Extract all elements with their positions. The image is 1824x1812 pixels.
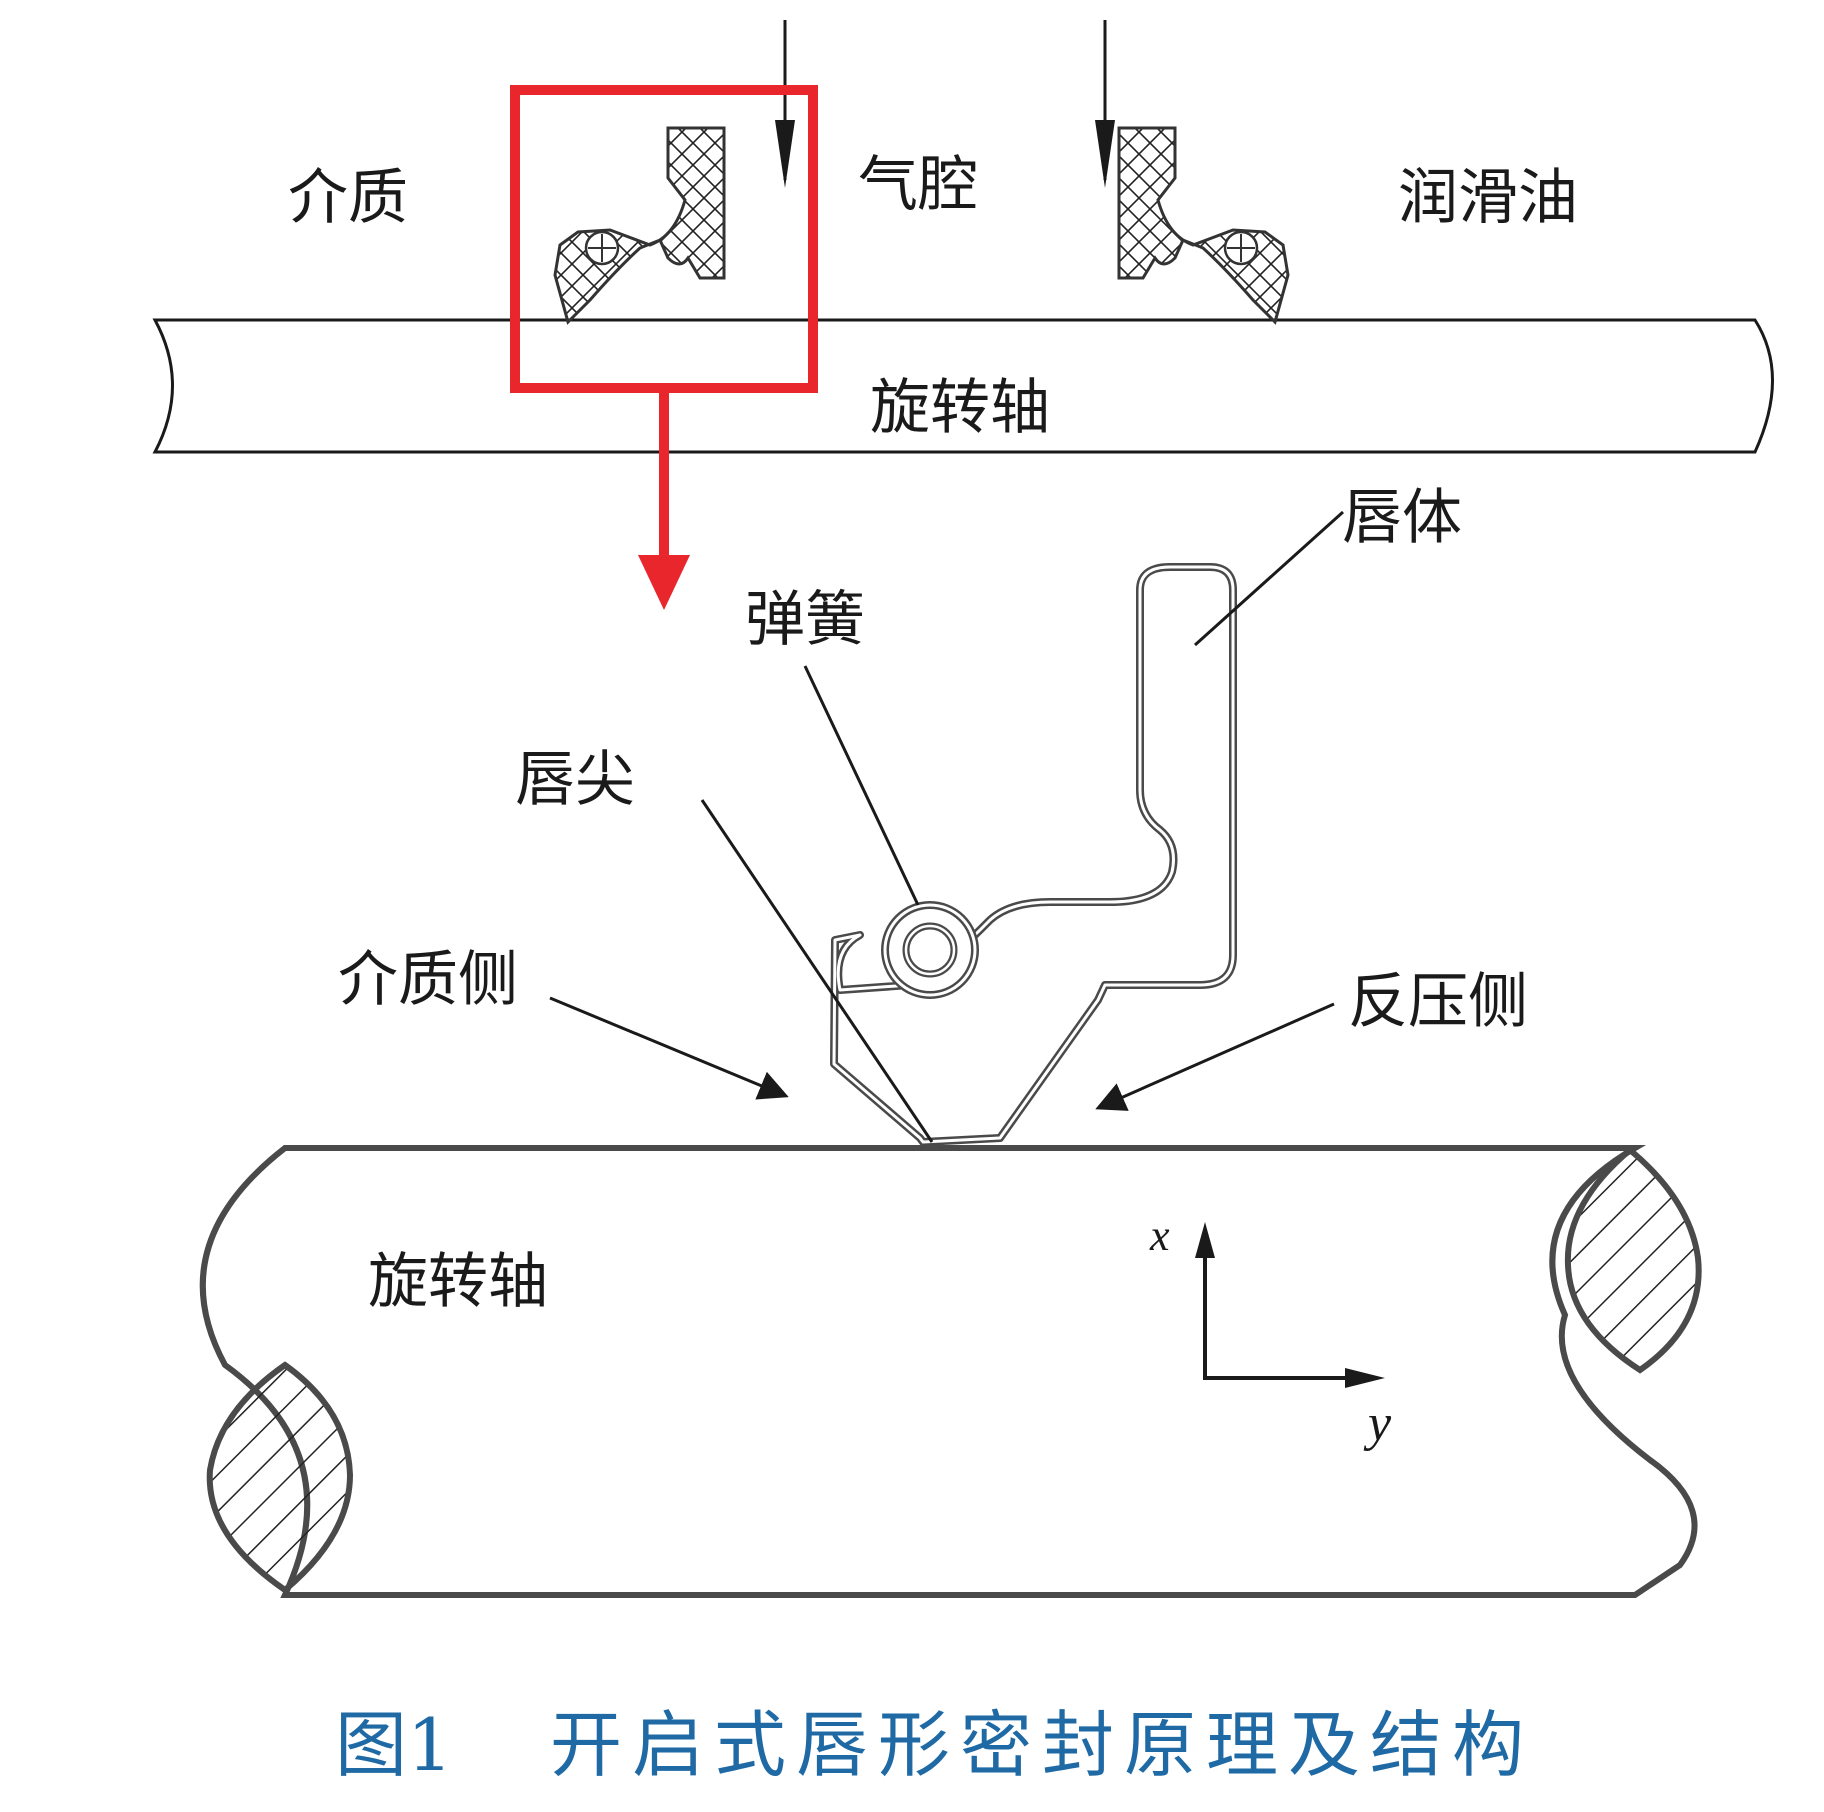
shaft-hatch-left	[206, 1361, 354, 1594]
label-medium: 介质	[288, 163, 408, 233]
left-seal-section	[553, 126, 726, 325]
coordinate-axes	[1195, 1222, 1385, 1388]
label-spring: 弹簧	[745, 585, 865, 655]
leader-spring	[803, 665, 920, 906]
top-shaft	[152, 318, 1774, 454]
pressure-arrow-right-head	[1095, 120, 1115, 188]
label-lube-oil: 润滑油	[1398, 163, 1578, 233]
arrow-medium-side	[549, 996, 789, 1100]
leader-lip-tip	[700, 799, 934, 1143]
label-lip-tip: 唇尖	[515, 745, 635, 815]
seal-detail-outline	[830, 563, 1237, 1146]
shaft-hatch-right	[1564, 1146, 1702, 1374]
right-seal-section	[1117, 126, 1290, 325]
leader-lip-body	[1193, 510, 1345, 647]
highlight-box	[510, 85, 818, 393]
caption-number: 图1	[335, 1703, 453, 1787]
label-rotating-shaft-bottom: 旋转轴	[368, 1247, 548, 1317]
label-rotating-shaft-top: 旋转轴	[870, 373, 1050, 443]
caption-title: 开启式唇形密封原理及结构	[550, 1703, 1534, 1787]
axis-x-label: x	[1149, 1211, 1170, 1260]
spring-ring	[881, 901, 979, 999]
label-back-pressure-side: 反压侧	[1348, 967, 1528, 1037]
axis-y-label: y	[1363, 1395, 1392, 1452]
label-air-cavity: 气腔	[858, 150, 978, 220]
highlight-arrow-head	[638, 555, 690, 610]
arrow-back-pressure-side	[1095, 1002, 1335, 1111]
pressure-arrow-left-head	[775, 120, 795, 188]
bottom-shaft	[199, 1145, 1698, 1598]
label-lip-body: 唇体	[1342, 483, 1462, 553]
label-medium-side: 介质侧	[338, 945, 518, 1015]
